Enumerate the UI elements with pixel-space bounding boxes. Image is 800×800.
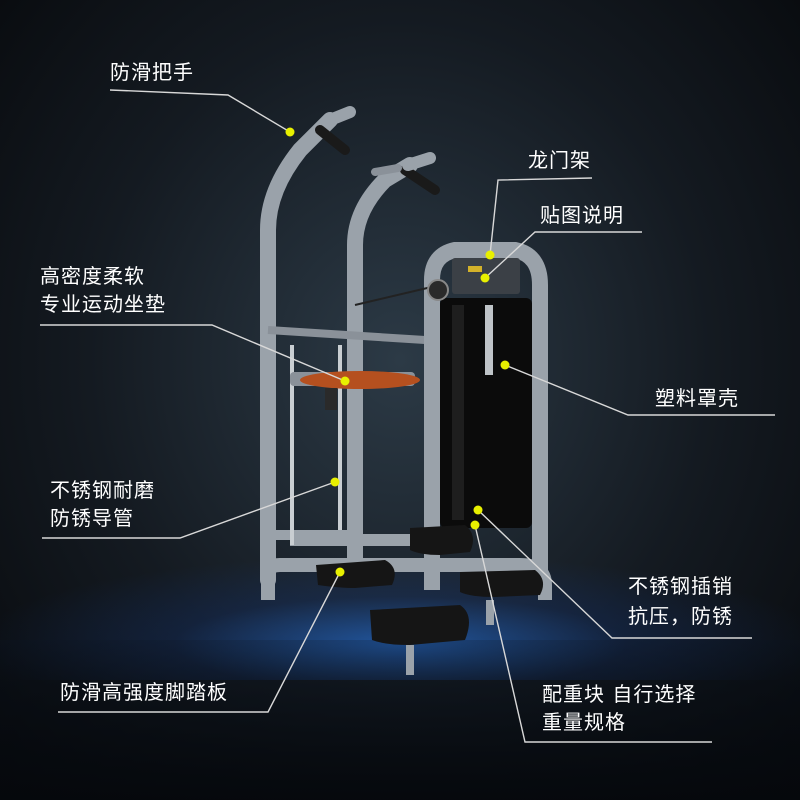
label-decal: 贴图说明: [540, 203, 624, 227]
dot-gantry: [485, 250, 495, 260]
label-guide-line2: 防锈导管: [50, 506, 134, 530]
dot-handle: [285, 127, 295, 137]
label-guide-line1: 不锈钢耐磨: [50, 478, 155, 502]
label-seat-line1: 高密度柔软: [40, 264, 145, 288]
leader-pedal: [58, 571, 341, 713]
dot-pin: [473, 505, 483, 515]
dot-seat: [340, 376, 350, 386]
label-handle: 防滑把手: [110, 60, 194, 84]
label-weight-line1: 配重块 自行选择: [542, 682, 697, 706]
label-pin-line1: 不锈钢插销: [628, 574, 733, 598]
leader-seat: [40, 324, 346, 382]
leader-lines: [40, 89, 775, 743]
label-cover: 塑料罩壳: [655, 386, 739, 410]
label-pedal: 防滑高强度脚踏板: [60, 680, 228, 704]
dot-cover: [500, 360, 510, 370]
label-pin-line2: 抗压，防锈: [628, 604, 733, 628]
dot-guide: [330, 477, 340, 487]
machine-frame: [260, 112, 552, 600]
floor-shadow: [0, 640, 800, 800]
leader-cover: [504, 364, 775, 416]
dot-decal: [480, 273, 490, 283]
handle-grips: [315, 106, 440, 195]
dot-weight: [470, 520, 480, 530]
label-gantry: 龙门架: [528, 148, 591, 172]
leader-pin: [477, 509, 752, 639]
leader-decal: [484, 231, 642, 279]
leader-weight: [474, 524, 712, 743]
weight-stack: [427, 258, 532, 528]
dot-pedal: [335, 567, 345, 577]
label-weight-line2: 重量规格: [542, 710, 626, 734]
leader-guide: [42, 481, 336, 539]
label-seat-line2: 专业运动坐垫: [40, 292, 166, 316]
seat-pad: [290, 371, 420, 410]
callout-dots: [285, 127, 510, 577]
foot-pedals: [316, 525, 544, 675]
leader-handle: [109, 89, 291, 133]
leader-gantry: [489, 177, 593, 256]
